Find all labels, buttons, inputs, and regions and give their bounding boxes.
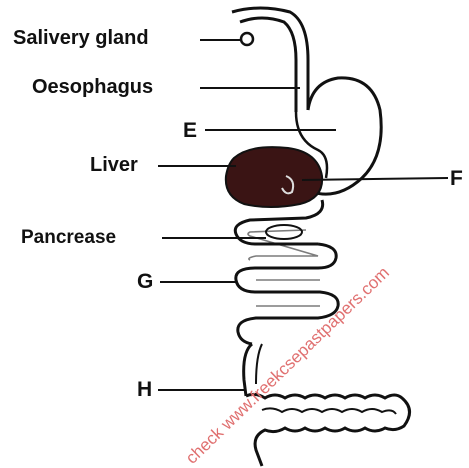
label-h: H bbox=[137, 379, 152, 400]
label-e: E bbox=[183, 120, 197, 141]
label-pancrease: Pancrease bbox=[21, 228, 116, 247]
salivary-gland-shape bbox=[241, 33, 253, 45]
label-f: F bbox=[450, 168, 463, 189]
large-intestine bbox=[246, 394, 410, 466]
f-pointer bbox=[302, 178, 448, 180]
label-salivary-gland: Salivery gland bbox=[13, 28, 149, 48]
label-oesophagus: Oesophagus bbox=[32, 77, 153, 97]
label-liver: Liver bbox=[90, 155, 138, 175]
liver-shape bbox=[226, 147, 322, 207]
label-g: G bbox=[137, 271, 153, 292]
large-intestine-inner bbox=[262, 408, 396, 414]
